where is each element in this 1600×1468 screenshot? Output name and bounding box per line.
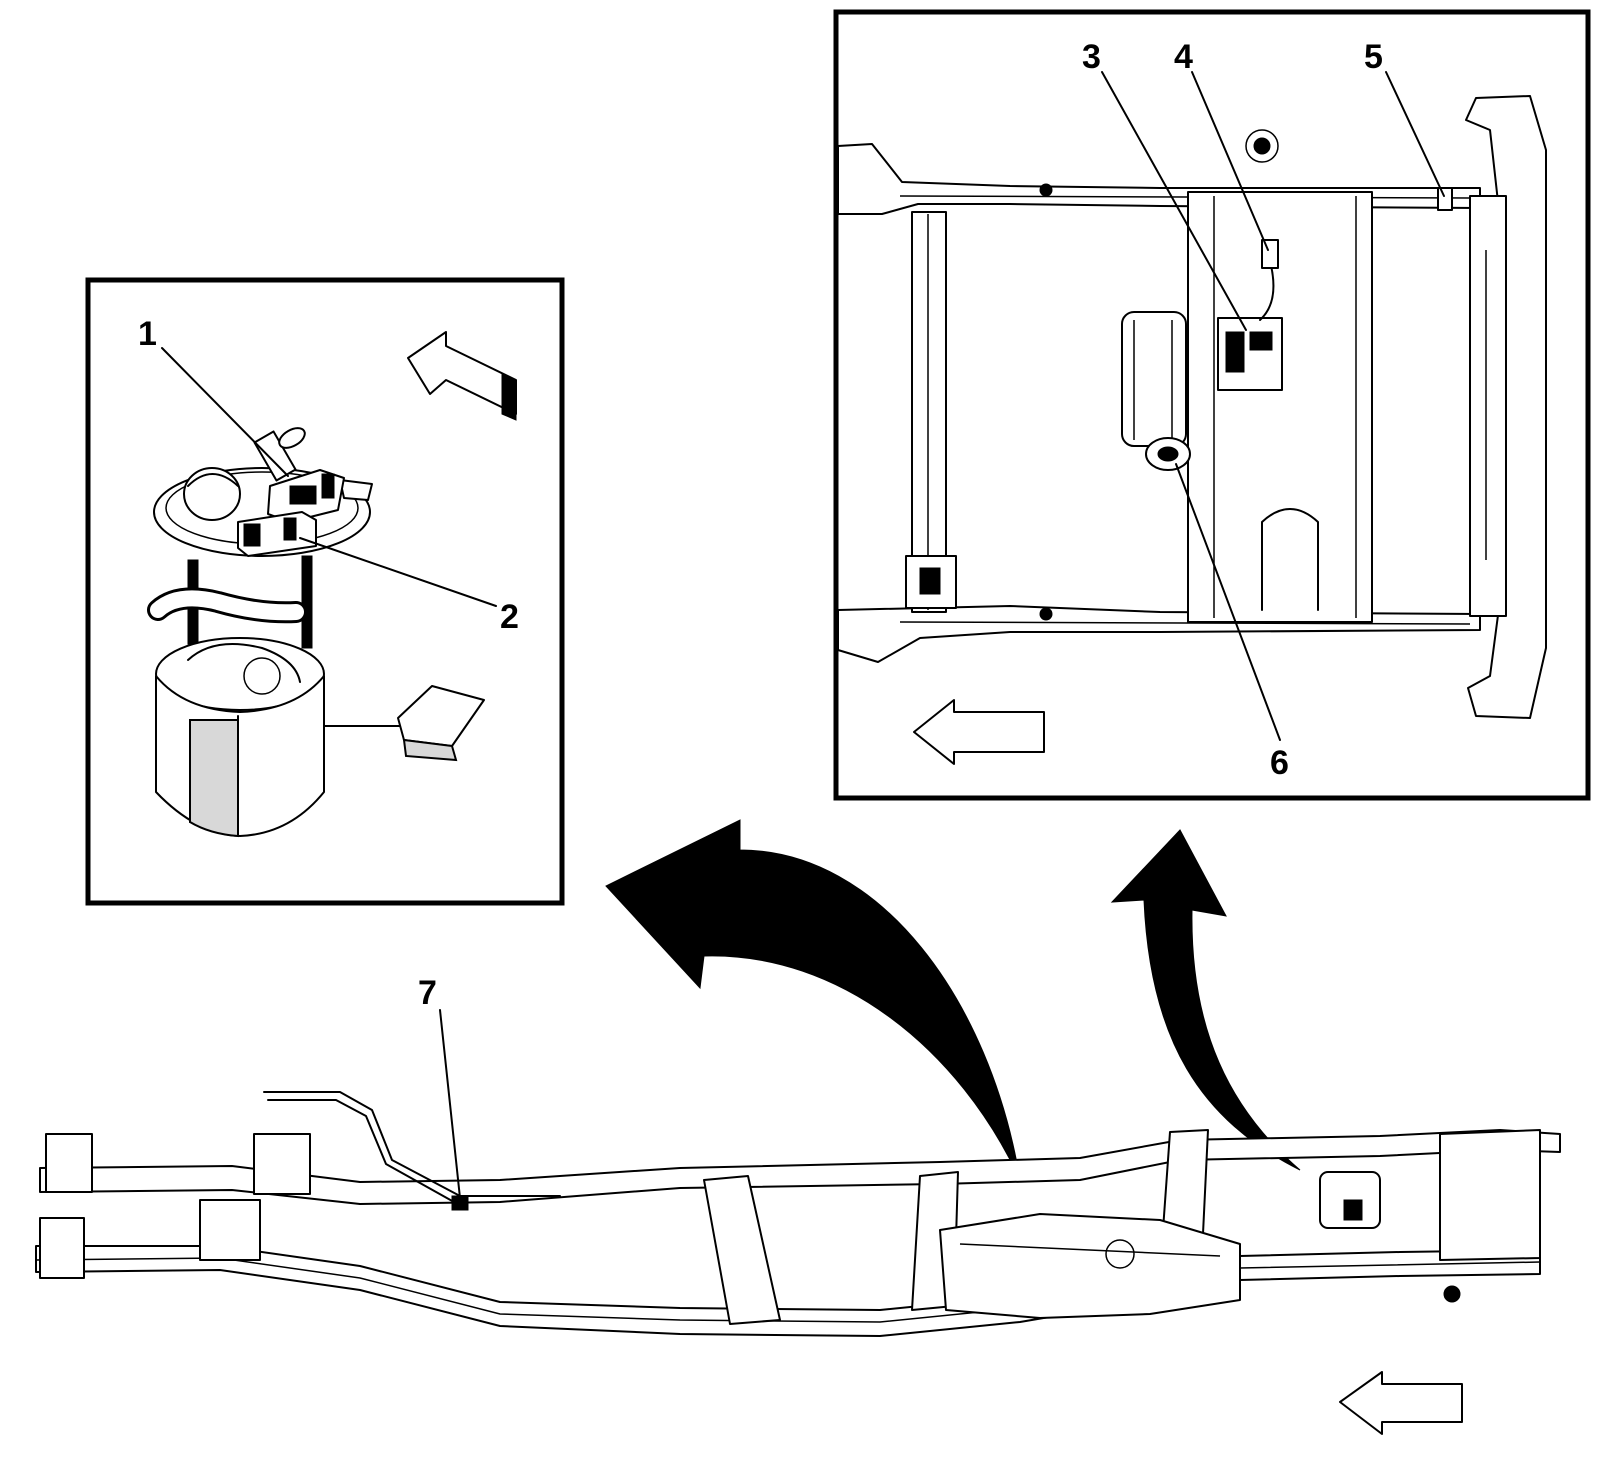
fuel-pump-module [147,427,485,838]
callout-2-leader [299,537,497,607]
callout-2-label: 2 [500,598,519,636]
callout-1-leader [161,347,289,477]
callout-6-label: 6 [1270,744,1289,782]
curved-arrow-icon [1110,829,1301,1171]
callout-3-label: 3 [1082,38,1101,76]
callout-3-leader [1101,71,1247,331]
callout-7-leader [439,1009,461,1199]
frame-top-view [837,95,1547,719]
callout-4-label: 4 [1174,38,1193,76]
direction-arrow-icon [1339,1371,1463,1435]
fuel-pump-inset: 1 2 [85,277,565,906]
direction-arrow-icon [407,331,517,421]
callout-6-leader [1175,463,1281,741]
fuel-pump-harness-connector [237,511,317,557]
fuel-pump-electrical-connector [267,469,345,523]
fuel-tank-pressure-sensor [1145,437,1191,471]
frame-top-view-inset: 3 4 5 6 [833,9,1591,801]
callout-1-label: 1 [138,315,157,353]
direction-arrow-icon [913,699,1045,765]
callout-5-label: 5 [1364,38,1383,76]
callout-5-leader [1385,71,1445,197]
callout-4-leader [1191,71,1269,251]
curved-arrow-icon [605,819,1021,1181]
vehicle-frame-assembly [35,1091,1561,1337]
fuel-pump-flow-control-module [1217,317,1283,391]
callout-7-label: 7 [418,974,437,1012]
